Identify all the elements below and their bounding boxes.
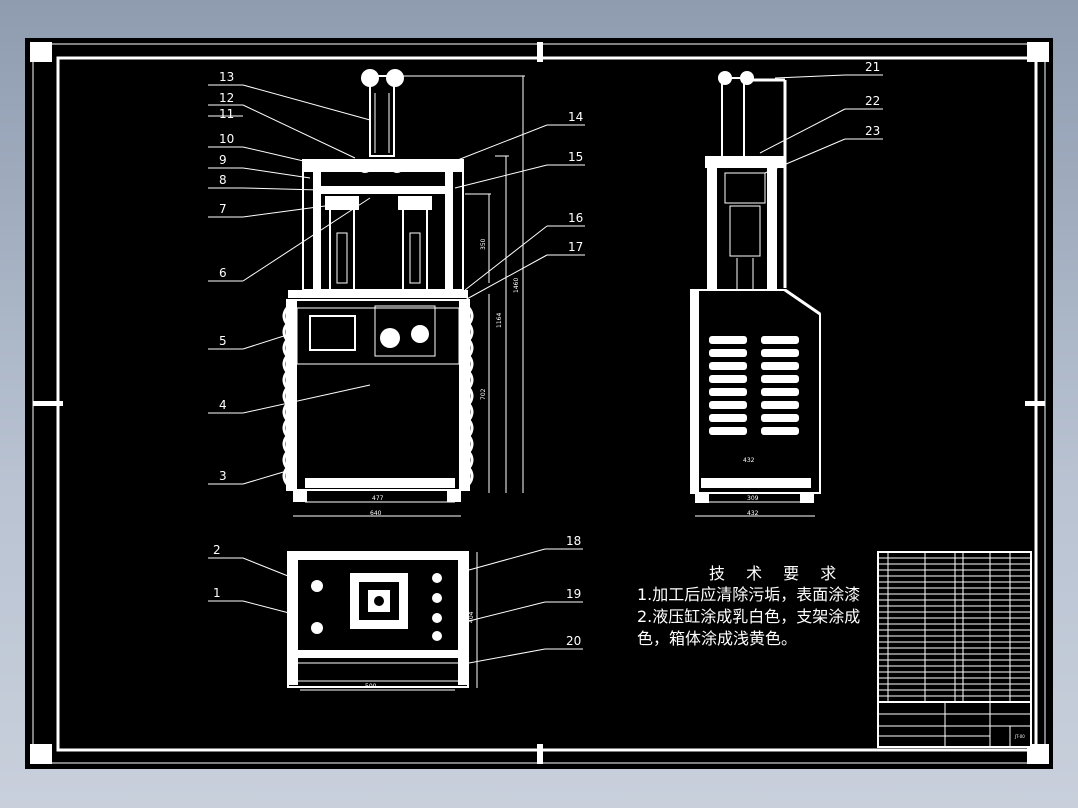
dim-height-total: 1460 bbox=[513, 278, 520, 293]
center-mark-left bbox=[33, 401, 63, 406]
side-view: 432 309 432 bbox=[690, 71, 821, 517]
part-label-19: 19 bbox=[566, 587, 581, 601]
tech-line-3: 色，箱体涂成浅黄色。 bbox=[637, 629, 797, 648]
dim-side-top: 432 bbox=[743, 457, 755, 464]
dim-side-outer: 432 bbox=[747, 510, 759, 517]
part-label-11: 11 bbox=[219, 107, 234, 121]
part-leaders: 13 12 11 10 9 8 7 6 5 4 3 2 1 14 15 16 1… bbox=[208, 60, 883, 664]
part-label-10: 10 bbox=[219, 132, 234, 146]
front-view: 1460 1164 350 702 477 640 bbox=[282, 69, 525, 517]
part-label-5: 5 bbox=[219, 334, 227, 348]
dim-height-cyl: 350 bbox=[480, 238, 487, 250]
tech-line-1: 1.加工后应清除污垢，表面涂漆 bbox=[637, 585, 860, 604]
corner-mark-br bbox=[1027, 744, 1049, 764]
center-mark-top bbox=[537, 42, 543, 62]
part-label-7: 7 bbox=[219, 202, 227, 216]
part-label-14: 14 bbox=[568, 110, 583, 124]
corner-mark-tr bbox=[1027, 42, 1049, 62]
part-label-18: 18 bbox=[566, 534, 581, 548]
part-label-17: 17 bbox=[568, 240, 583, 254]
part-label-9: 9 bbox=[219, 153, 227, 167]
dim-top-depth: 404 bbox=[468, 611, 475, 623]
dim-width-outer: 640 bbox=[370, 510, 382, 517]
part-label-8: 8 bbox=[219, 173, 227, 187]
part-label-23: 23 bbox=[865, 124, 880, 138]
tech-title: 技 术 要 求 bbox=[709, 564, 844, 583]
part-label-16: 16 bbox=[568, 211, 583, 225]
center-mark-bottom bbox=[537, 744, 543, 764]
dim-height-upper: 1164 bbox=[496, 313, 503, 328]
top-view: 500 404 bbox=[287, 551, 478, 691]
part-label-12: 12 bbox=[219, 91, 234, 105]
part-label-2: 2 bbox=[213, 543, 221, 557]
title-block: JT-00 bbox=[877, 551, 1032, 748]
center-mark-right bbox=[1025, 401, 1045, 406]
part-label-13: 13 bbox=[219, 70, 234, 84]
drawing-sheet: 1460 1164 350 702 477 640 bbox=[25, 38, 1053, 769]
part-label-3: 3 bbox=[219, 469, 227, 483]
dim-height-box: 702 bbox=[480, 388, 487, 400]
part-label-6: 6 bbox=[219, 266, 227, 280]
part-label-4: 4 bbox=[219, 398, 227, 412]
tech-line-2: 2.液压缸涂成乳白色，支架涂成 bbox=[637, 607, 860, 626]
tech-requirements: 技 术 要 求 1.加工后应清除污垢，表面涂漆 2.液压缸涂成乳白色，支架涂成 … bbox=[637, 564, 860, 648]
part-label-20: 20 bbox=[566, 634, 581, 648]
part-label-21: 21 bbox=[865, 60, 880, 74]
corner-mark-tl bbox=[30, 42, 52, 62]
dim-width-inner: 477 bbox=[372, 495, 384, 502]
part-label-22: 22 bbox=[865, 94, 880, 108]
dim-top-width: 500 bbox=[365, 683, 377, 690]
cad-drawing: 1460 1164 350 702 477 640 bbox=[30, 42, 1049, 764]
part-label-15: 15 bbox=[568, 150, 583, 164]
drawing-number: JT-00 bbox=[1014, 734, 1025, 739]
part-label-1: 1 bbox=[213, 586, 221, 600]
corner-mark-bl bbox=[30, 744, 52, 764]
dim-side-inner: 309 bbox=[747, 495, 759, 502]
